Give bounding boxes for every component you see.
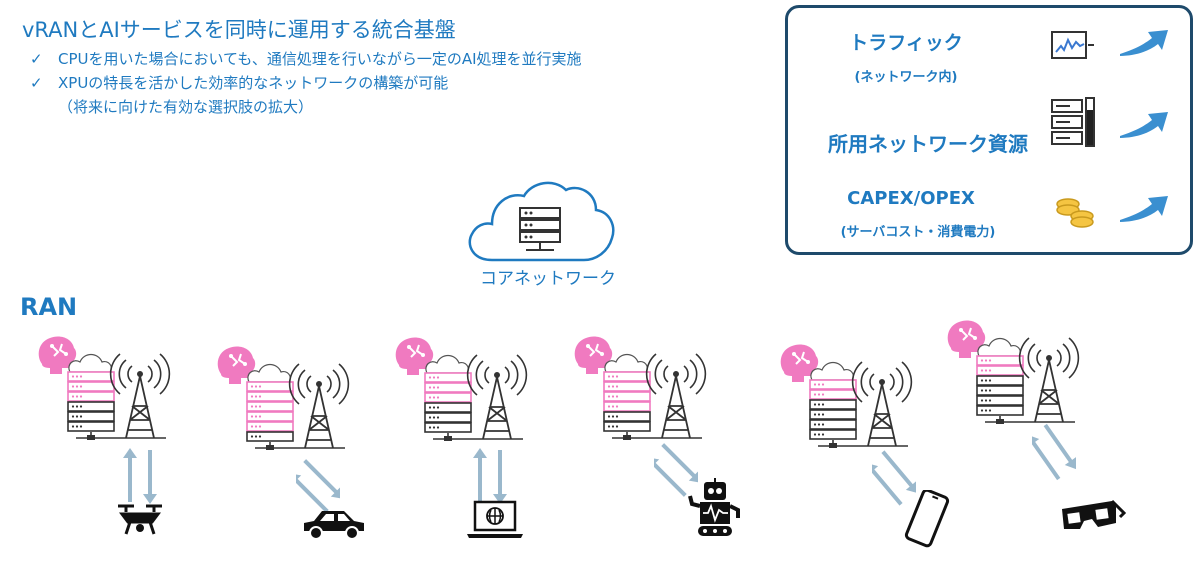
page-title: vRANとAIサービスを同時に運用する統合基盤 — [22, 18, 456, 42]
trend-up-arrow-icon — [1120, 30, 1168, 56]
server-rack-icon — [809, 361, 908, 448]
cell-tower-icon — [466, 354, 528, 440]
ai-brain-icon — [38, 336, 77, 374]
bidirectional-link-arrows — [123, 448, 157, 504]
ran-site — [395, 337, 528, 441]
bullet-text: CPUを用いた場合においても、通信処理を行いながら一定のAI処理を並行実施 — [58, 50, 582, 68]
server-rack-icon — [976, 337, 1075, 424]
bidirectional-link-arrows — [872, 450, 916, 506]
traffic-monitor-icon — [1051, 31, 1094, 59]
server-rack-icon — [246, 363, 345, 450]
vr-glasses-icon — [1062, 499, 1127, 529]
check-icon: ✓ — [30, 74, 43, 92]
core-network-label: コアネットワーク — [480, 269, 616, 289]
cell-tower-icon — [851, 361, 913, 447]
ran-site — [38, 336, 171, 440]
bidirectional-link-arrows — [654, 443, 698, 497]
server-rack-icon — [67, 353, 166, 440]
robot-icon — [688, 478, 740, 536]
ran-site — [947, 320, 1080, 424]
car-icon — [304, 511, 364, 540]
drone-icon — [118, 504, 162, 535]
cell-tower-icon — [109, 353, 171, 439]
ai-brain-icon — [395, 337, 434, 375]
legend-resources-label: 所用ネットワーク資源 — [828, 132, 1028, 156]
legend-box: トラフィック (ネットワーク内) 所用ネットワーク資源 CAPEX/OPEX (… — [785, 5, 1193, 255]
trend-up-arrow-icon — [1120, 196, 1168, 222]
ai-brain-icon — [217, 346, 256, 384]
smartphone-icon — [904, 490, 950, 548]
bidirectional-link-arrows — [473, 448, 507, 504]
cell-tower-icon — [288, 363, 350, 449]
ran-site — [574, 336, 707, 440]
server-rack-icon — [603, 353, 702, 440]
legend-traffic-sub: (ネットワーク内) — [854, 70, 958, 85]
bullet-sub: （将来に向けた有効な選択肢の拡大） — [58, 98, 314, 116]
server-rack-icon — [424, 354, 523, 441]
ai-brain-icon — [947, 320, 986, 358]
legend-traffic-label: トラフィック — [849, 32, 963, 54]
ai-brain-icon — [780, 344, 819, 382]
trend-up-arrow-icon — [1120, 112, 1168, 138]
server-rack-icon — [1051, 97, 1095, 147]
ran-label: RAN — [20, 293, 78, 321]
coins-icon — [1056, 198, 1094, 228]
cloud-server-icon — [468, 181, 615, 262]
bullet-cpu: ✓ CPUを用いた場合においても、通信処理を行いながら一定のAI処理を並行実施 — [30, 48, 582, 69]
cell-tower-icon — [1018, 337, 1080, 423]
bidirectional-link-arrows — [296, 459, 340, 513]
legend-capex-sub: (サーバコスト・消費電力) — [840, 225, 996, 240]
bidirectional-link-arrows — [1032, 423, 1076, 481]
bullet-xpu: ✓ XPUの特長を活かした効率的なネットワークの構築が可能 — [30, 72, 448, 93]
cell-tower-icon — [645, 353, 707, 439]
legend-capex-label: CAPEX/OPEX — [847, 188, 975, 209]
ran-site — [780, 344, 913, 448]
check-icon: ✓ — [30, 50, 43, 68]
ai-brain-icon — [574, 336, 613, 374]
bullet-text: XPUの特長を活かした効率的なネットワークの構築が可能 — [58, 74, 449, 92]
ran-site — [217, 346, 350, 450]
laptop-icon — [467, 500, 523, 538]
